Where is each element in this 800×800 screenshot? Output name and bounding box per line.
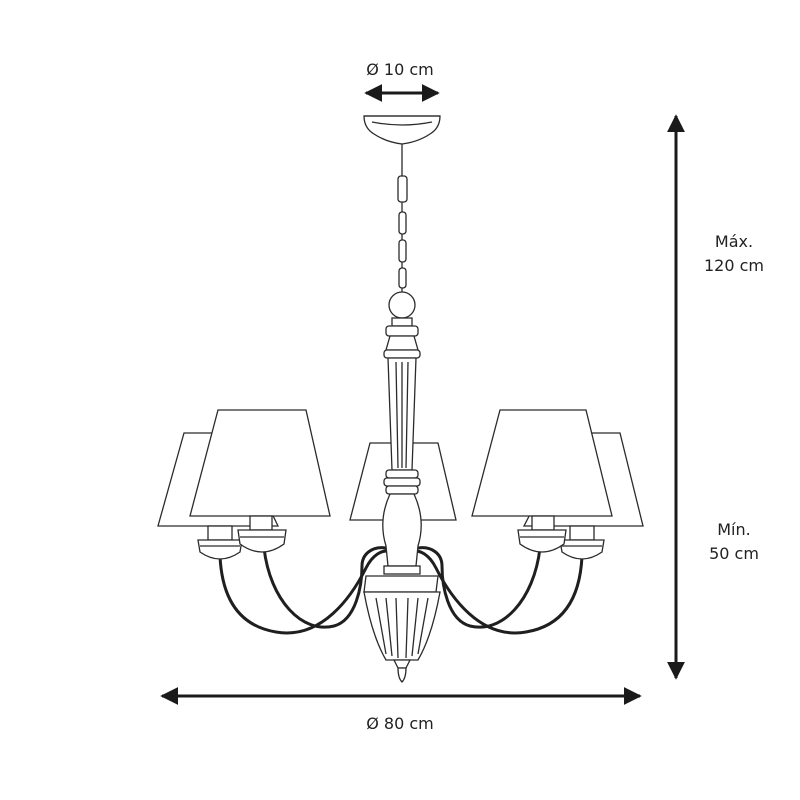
candle-cup-back-right [559,525,605,560]
canopy-diameter-label: Ø 10 cm [366,60,434,79]
max-height-label-line2: 120 cm [703,256,764,275]
candle-cup-back-left [197,525,243,560]
ceiling-canopy [363,115,441,145]
candle-cup-front-left [237,515,287,553]
candle-cup-front-right [517,515,567,553]
min-height-label: Mín. 50 cm [694,518,774,566]
lamp-shade-front-right [471,409,613,517]
min-height-label-line1: Mín. [717,520,751,539]
suspension-chain [388,144,416,319]
lamp-shade-front-left [189,409,331,517]
max-height-label-line1: Máx. [714,232,754,251]
overall-diameter-label: Ø 80 cm [366,714,434,733]
max-height-label: Máx. 120 cm [694,230,774,278]
central-column [363,317,441,683]
min-height-label-line2: 50 cm [709,544,759,563]
chandelier-arms [218,546,584,635]
